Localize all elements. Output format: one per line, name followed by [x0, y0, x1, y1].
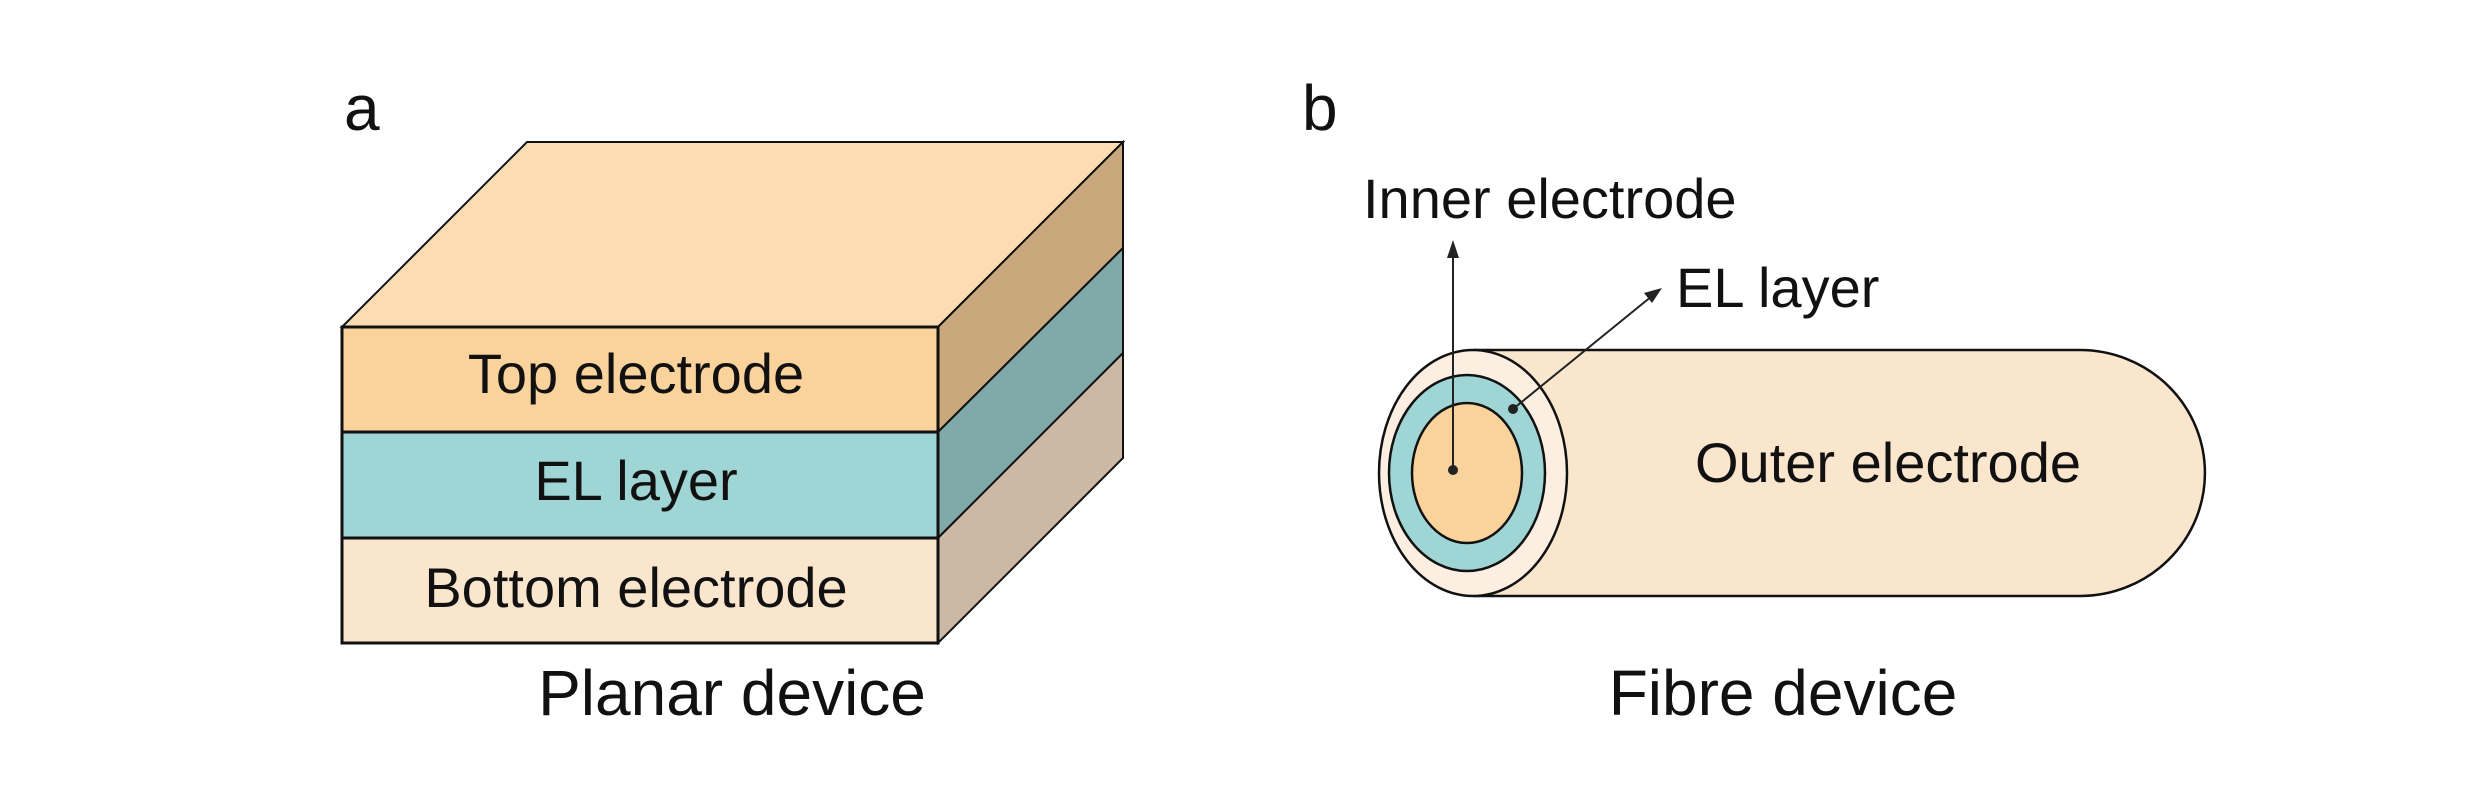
- planar-device-caption: Planar device: [538, 657, 926, 729]
- panel-b-letter: b: [1302, 72, 1338, 144]
- el-layer-leader: [1512, 295, 1653, 410]
- el-layer-arrowhead: [1644, 288, 1662, 303]
- outer-electrode-body: [1473, 348, 2207, 598]
- fibre-device-caption: Fibre device: [1609, 657, 1958, 729]
- outer-electrode-label: Outer electrode: [1695, 431, 2081, 494]
- el-layer-front: [340, 430, 940, 540]
- top-electrode-label: Top electrode: [468, 342, 804, 405]
- panel-a: a Top electrode EL layer Bottom electrod…: [339, 72, 1126, 729]
- el-layer-pointer-label: EL layer: [1676, 256, 1879, 319]
- el-layer-label: EL layer: [534, 449, 737, 512]
- top-electrode-front: [340, 325, 940, 434]
- inner-electrode-arrowhead: [1447, 240, 1459, 258]
- bottom-electrode-label: Bottom electrode: [424, 556, 847, 619]
- bottom-electrode-front: [340, 536, 940, 645]
- panel-a-letter: a: [344, 72, 380, 144]
- inner-electrode-core: [1410, 401, 1524, 545]
- inner-electrode-label: Inner electrode: [1363, 167, 1737, 230]
- panel-b: b Inner electrode EL layer Outer electro…: [1302, 72, 2207, 729]
